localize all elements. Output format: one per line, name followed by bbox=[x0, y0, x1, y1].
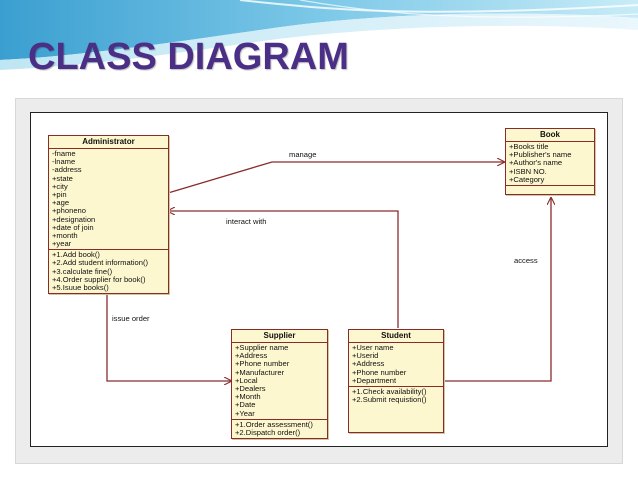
label-access: access bbox=[514, 256, 538, 265]
attribute: +Phone number bbox=[352, 367, 407, 377]
class-name: Supplier bbox=[232, 330, 327, 343]
label-issue-order: issue order bbox=[112, 314, 150, 323]
operation: +2.Submit requistion() bbox=[352, 395, 427, 405]
attribute: +designation bbox=[52, 214, 96, 224]
edge-interact-with bbox=[168, 211, 399, 328]
attribute: +Books title bbox=[509, 142, 549, 151]
attribute: +Userid bbox=[352, 351, 379, 361]
attribute: +phoneno bbox=[52, 206, 86, 216]
class-book: Book +Books title +Publisher's name +Aut… bbox=[505, 128, 595, 195]
class-supplier: Supplier +Supplier name +Address +Phone … bbox=[231, 329, 328, 440]
attribute: +User name bbox=[352, 343, 394, 352]
attribute: +month bbox=[52, 230, 78, 240]
edge-issue-order bbox=[106, 285, 231, 381]
attribute: +Category bbox=[509, 174, 545, 184]
attribute: +Phone number bbox=[235, 359, 290, 369]
attribute: +Department bbox=[352, 375, 397, 385]
attribute: +Date bbox=[235, 400, 256, 410]
attribute: +Month bbox=[235, 392, 261, 402]
attribute: +Dealers bbox=[235, 383, 266, 393]
attribute: +year bbox=[52, 239, 72, 249]
attribute: +pin bbox=[52, 189, 67, 199]
operations-section: +1.Order assessment() +2.Dispatch order(… bbox=[232, 418, 327, 438]
attribute: +Address bbox=[235, 351, 268, 361]
attributes-section: +Supplier name +Address +Phone number +M… bbox=[232, 343, 327, 419]
header-swoosh bbox=[0, 0, 638, 70]
attributes-section: +Books title +Publisher's name +Author's… bbox=[506, 142, 594, 185]
attribute: +Publisher's name bbox=[509, 150, 572, 160]
operations-section: +1.Check availability() +2.Submit requis… bbox=[349, 385, 443, 432]
operation: +5.Isuue books() bbox=[52, 283, 109, 292]
attribute: +city bbox=[52, 181, 68, 191]
attribute: +state bbox=[52, 173, 73, 183]
attribute: -fname bbox=[52, 149, 76, 158]
label-manage: manage bbox=[289, 150, 317, 159]
attributes-section: -fname -lname -address +state +city +pin… bbox=[49, 149, 168, 249]
class-name: Student bbox=[349, 330, 443, 343]
operation: +3.calculate fine() bbox=[52, 266, 113, 276]
attribute: +Supplier name bbox=[235, 343, 289, 352]
operation: +2.Add student information() bbox=[52, 258, 149, 268]
operation: +2.Dispatch order() bbox=[235, 427, 301, 437]
operation: +1.Add book() bbox=[52, 250, 100, 260]
edge-access bbox=[444, 198, 551, 382]
operations-section: +1.Add book() +2.Add student information… bbox=[49, 249, 168, 293]
operation: +1.Order assessment() bbox=[235, 419, 313, 429]
attribute: -lname bbox=[52, 157, 76, 167]
attributes-section: +User name +Userid +Address +Phone numbe… bbox=[349, 343, 443, 386]
operation: +4.Order supplier for book() bbox=[52, 274, 146, 284]
class-administrator: Administrator -fname -lname -address +st… bbox=[48, 135, 169, 295]
operations-section bbox=[506, 184, 594, 194]
class-student: Student +User name +Userid +Address +Pho… bbox=[348, 329, 444, 434]
class-name: Administrator bbox=[49, 136, 168, 149]
attribute: +Local bbox=[235, 375, 258, 385]
attribute: +age bbox=[52, 198, 70, 208]
label-interact-with: interact with bbox=[226, 217, 267, 226]
edge-manage bbox=[167, 162, 504, 194]
operation: +1.Check availability() bbox=[352, 386, 427, 396]
attribute: +Year bbox=[235, 408, 255, 418]
attribute: -address bbox=[52, 165, 82, 175]
attribute: +date of join bbox=[52, 222, 94, 232]
attribute: +ISBN NO. bbox=[509, 166, 547, 176]
page-title: CLASS DIAGRAM bbox=[28, 36, 349, 78]
attribute: +Address bbox=[352, 359, 385, 369]
attribute: +Manufacturer bbox=[235, 367, 285, 377]
attribute: +Author's name bbox=[509, 158, 563, 168]
class-name: Book bbox=[506, 129, 594, 142]
